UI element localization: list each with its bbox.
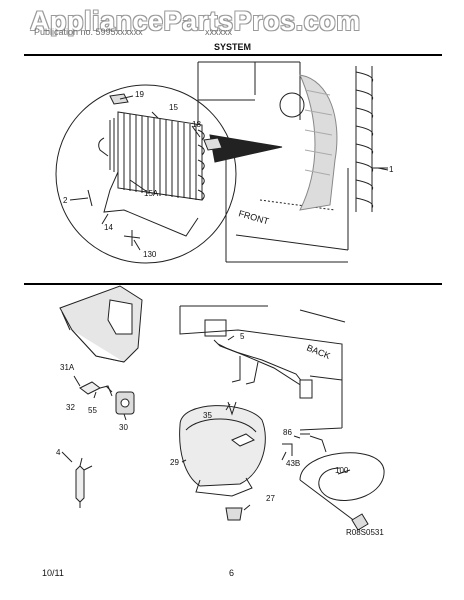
model-number: xxxxxx — [205, 27, 232, 37]
power-cord-100 — [299, 435, 385, 531]
back-label: BACK — [305, 343, 331, 361]
callout-1: 1 — [389, 165, 394, 174]
callout-130: 130 — [143, 250, 157, 259]
callout-5: 5 — [240, 332, 245, 341]
evaporator-coil — [109, 111, 205, 201]
lower-cabinet-outline — [179, 305, 346, 431]
callout-29: 29 — [170, 458, 179, 467]
drawing-id: R08S0531 — [346, 528, 384, 537]
callout-32: 32 — [66, 403, 75, 412]
part-2 — [87, 189, 93, 207]
callout-31a: 31A — [60, 363, 75, 372]
callout-55: 55 — [88, 406, 97, 415]
callout-43b: 43B — [286, 459, 300, 468]
callout-14: 14 — [104, 223, 113, 232]
heat-exchanger-line — [98, 137, 199, 237]
front-label: FRONT — [237, 208, 270, 226]
watermark: AppliancePartsPros.com — [30, 6, 361, 36]
header-rule — [24, 54, 442, 56]
cabinet-outline — [197, 61, 349, 263]
revision-date: 10/11 — [42, 568, 64, 578]
callout-19: 19 — [135, 90, 144, 99]
section-title: SYSTEM — [214, 42, 252, 52]
relay-30 — [105, 385, 135, 415]
rear-condenser-coil — [355, 66, 388, 212]
callout-27: 27 — [266, 494, 275, 503]
pad-19 — [109, 93, 129, 105]
callout-30: 30 — [119, 423, 128, 432]
page-number: 6 — [229, 568, 235, 578]
callout-100: 100 — [335, 466, 349, 475]
relay-cover-31a — [59, 285, 143, 363]
overload-55 — [79, 381, 113, 397]
clip-86-43b — [282, 433, 310, 456]
callout-4: 4 — [56, 448, 61, 457]
callout-15a: 15A — [144, 189, 159, 198]
compressor-29 — [179, 405, 266, 497]
upper-leader-lines — [69, 95, 389, 251]
grommet-35 — [227, 401, 237, 416]
evaporator-detail-circle — [55, 84, 237, 264]
section-divider — [24, 283, 442, 285]
callout-35: 35 — [203, 411, 212, 420]
publication-number: Publication no. 5995xxxxxx — [34, 27, 143, 37]
callout-86: 86 — [283, 428, 292, 437]
callout-2: 2 — [63, 196, 68, 205]
callout-15: 15 — [169, 103, 178, 112]
pad-18 — [203, 137, 223, 151]
mount-27 — [225, 507, 243, 521]
lower-leader-lines — [61, 335, 351, 511]
drier-4 — [75, 457, 93, 508]
callout-18: 18 — [192, 120, 201, 129]
wiring-harness — [213, 339, 313, 399]
drier-130 — [123, 230, 141, 246]
condenser-fan-shroud — [279, 74, 338, 211]
